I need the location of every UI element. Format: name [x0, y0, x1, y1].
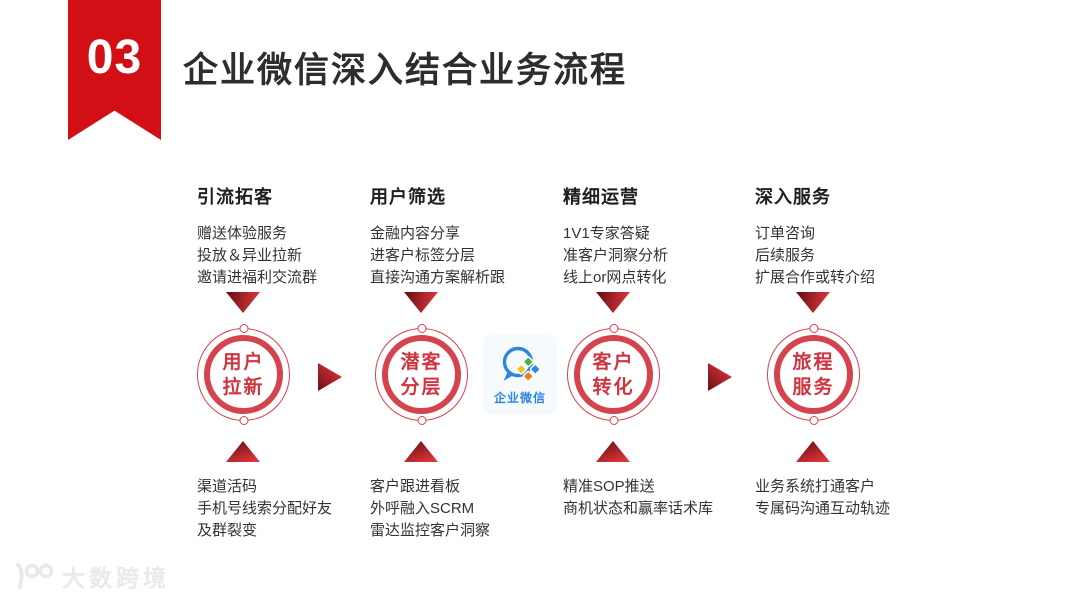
- stage-label-line: 服务: [792, 376, 835, 398]
- wechat-work-bubble-icon: [502, 346, 541, 382]
- watermark-logo-icon: [16, 563, 54, 589]
- arrow-right-icon: [318, 363, 342, 391]
- column-item: 订单咨询: [755, 225, 816, 242]
- wechat-work-card: 企业微信: [483, 335, 557, 415]
- flow-column-top-1: 引流拓客 赠送体验服务 投放＆异业拉新 邀请进福利交流群: [197, 183, 375, 289]
- column-item: 准客户洞察分析: [563, 247, 669, 264]
- column-item: 金融内容分享: [370, 225, 461, 242]
- stage-circle-customer-conversion: 客户 转化: [567, 324, 660, 425]
- flow-column-bottom-2: 客户跟进看板 外呼融入SCRM 雷达监控客户洞察: [370, 476, 548, 542]
- stage-circle-journey-service: 旅程 服务: [767, 324, 860, 425]
- column-header: 深入服务: [755, 187, 831, 207]
- stage-circle-label: 潜客 分层: [382, 335, 461, 414]
- stage-circle-label: 用户 拉新: [204, 335, 283, 414]
- arrow-up-icon: [796, 441, 830, 462]
- column-item: 渠道活码: [197, 478, 258, 495]
- circle-node-icon: [609, 324, 618, 333]
- column-item: 精准SOP推送: [563, 478, 655, 495]
- wechat-work-label: 企业微信: [493, 391, 546, 405]
- circle-node-icon: [417, 324, 426, 333]
- flow-column-bottom-1: 渠道活码 手机号线索分配好友 及群裂变: [197, 476, 375, 542]
- arrow-right-icon: [708, 363, 732, 391]
- column-item: 雷达监控客户洞察: [370, 522, 491, 539]
- arrow-down-icon: [596, 292, 630, 313]
- watermark-text: 大数跨境: [62, 565, 170, 591]
- column-item: 后续服务: [755, 247, 816, 264]
- column-header: 精细运营: [563, 187, 639, 207]
- flow-column-bottom-3: 精准SOP推送 商机状态和赢率话术库: [563, 476, 741, 520]
- stage-circle-prospect-tiering: 潜客 分层: [375, 324, 468, 425]
- column-item: 业务系统打通客户: [755, 478, 876, 495]
- stage-label-line: 旅程: [792, 351, 835, 373]
- stage-label-line: 客户: [592, 351, 635, 373]
- circle-node-icon: [809, 324, 818, 333]
- column-item: 外呼融入SCRM: [370, 500, 475, 517]
- column-item: 直接沟通方案解析跟: [370, 269, 506, 286]
- column-item: 及群裂变: [197, 522, 258, 539]
- watermark: 大数跨境: [14, 559, 170, 593]
- column-item: 1V1专家答疑: [563, 225, 650, 242]
- circle-node-icon: [809, 416, 818, 425]
- column-item: 投放＆异业拉新: [197, 247, 303, 264]
- column-item: 商机状态和赢率话术库: [563, 500, 714, 517]
- column-item: 赠送体验服务: [197, 225, 288, 242]
- arrow-up-icon: [404, 441, 438, 462]
- column-item: 进客户标签分层: [370, 247, 476, 264]
- arrow-down-icon: [796, 292, 830, 313]
- arrow-up-icon: [226, 441, 260, 462]
- section-ribbon: 03: [68, 0, 161, 140]
- stage-label-line: 潜客: [400, 351, 443, 373]
- column-item: 客户跟进看板: [370, 478, 461, 495]
- column-header: 引流拓客: [197, 187, 273, 207]
- circle-node-icon: [417, 416, 426, 425]
- stage-label-line: 拉新: [222, 376, 265, 398]
- flow-column-top-4: 深入服务 订单咨询 后续服务 扩展合作或转介绍: [755, 183, 933, 289]
- flow-column-top-3: 精细运营 1V1专家答疑 准客户洞察分析 线上or网点转化: [563, 183, 741, 289]
- stage-label-line: 用户: [222, 351, 265, 373]
- column-item: 专属码沟通互动轨迹: [755, 500, 891, 517]
- column-item: 线上or网点转化: [563, 269, 667, 286]
- flow-column-bottom-4: 业务系统打通客户 专属码沟通互动轨迹: [755, 476, 933, 520]
- arrow-down-icon: [226, 292, 260, 313]
- arrow-up-icon: [596, 441, 630, 462]
- circle-node-icon: [609, 416, 618, 425]
- stage-circle-user-acquisition: 用户 拉新: [197, 324, 290, 425]
- page-title: 企业微信深入结合业务流程: [183, 51, 628, 90]
- stage-label-line: 转化: [592, 376, 635, 398]
- stage-circle-label: 客户 转化: [574, 335, 653, 414]
- stage-circle-label: 旅程 服务: [774, 335, 853, 414]
- column-header: 用户筛选: [370, 187, 446, 207]
- column-item: 邀请进福利交流群: [197, 269, 318, 286]
- circle-node-icon: [239, 416, 248, 425]
- arrow-down-icon: [404, 292, 438, 313]
- circle-node-icon: [239, 324, 248, 333]
- flow-column-top-2: 用户筛选 金融内容分享 进客户标签分层 直接沟通方案解析跟: [370, 183, 548, 289]
- section-number: 03: [86, 31, 143, 84]
- stage-label-line: 分层: [400, 376, 443, 398]
- column-item: 扩展合作或转介绍: [755, 269, 876, 286]
- column-item: 手机号线索分配好友: [197, 500, 333, 517]
